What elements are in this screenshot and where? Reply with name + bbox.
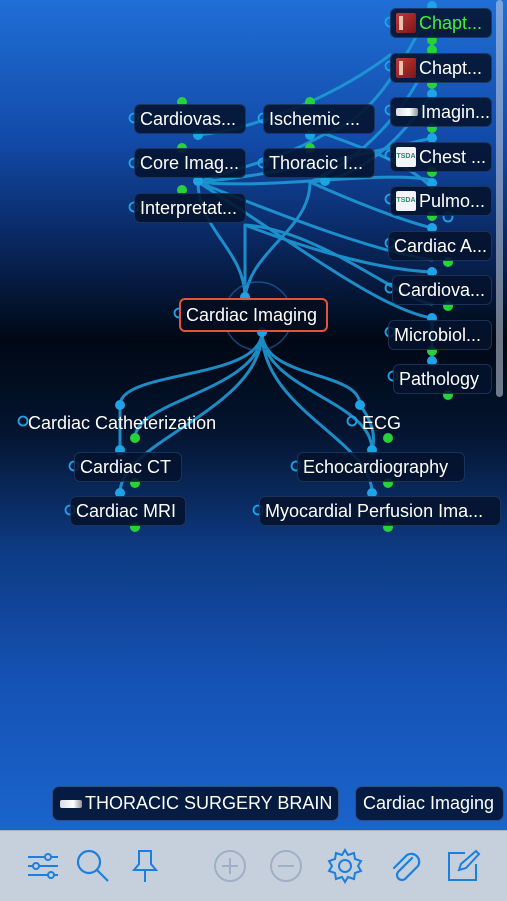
zoom-in-icon[interactable] [211, 847, 249, 885]
node-imaging[interactable]: Imagin... [390, 97, 492, 127]
node-ecg[interactable]: ECG [362, 413, 402, 433]
attachment-paperclip-icon[interactable] [386, 847, 424, 885]
node-interpretat[interactable]: Interpretat... [134, 193, 246, 223]
central-node-cardiac-imaging[interactable]: Cardiac Imaging [179, 298, 328, 332]
node-cardiova-right[interactable]: Cardiova... [392, 275, 492, 305]
thought-history-button[interactable]: Cardiac Imaging [355, 786, 504, 821]
bottom-toolbar [0, 830, 507, 901]
node-cardiac-catheterization[interactable]: Cardiac Catheterization [28, 413, 217, 433]
node-thoracic-i[interactable]: Thoracic I... [263, 148, 375, 178]
node-core-imag[interactable]: Core Imag... [134, 148, 246, 178]
node-chapter-2[interactable]: Chapt... [390, 53, 492, 83]
tsda-thumbnail-icon: TSDA [396, 147, 416, 167]
node-cardiovas-left[interactable]: Cardiovas... [134, 104, 246, 134]
zoom-out-icon[interactable] [267, 847, 305, 885]
node-myocardial-perfusion[interactable]: Myocardial Perfusion Ima... [259, 496, 501, 526]
node-ischemic[interactable]: Ischemic ... [263, 104, 375, 134]
tsda-thumbnail-icon: TSDA [396, 191, 416, 211]
book-icon [396, 13, 416, 33]
node-chapter-1[interactable]: Chapt... [390, 8, 492, 38]
filter-sliders-icon[interactable] [24, 847, 62, 885]
book-icon [396, 58, 416, 78]
node-pulmo[interactable]: TSDA Pulmo... [390, 186, 492, 216]
node-echocardiography[interactable]: Echocardiography [297, 452, 465, 482]
node-microbiol[interactable]: Microbiol... [388, 320, 492, 350]
brain-thumbnail-icon [60, 799, 82, 808]
node-cardiac-mri[interactable]: Cardiac MRI [70, 496, 186, 526]
vertical-scrollbar[interactable] [496, 0, 503, 397]
thought-map-canvas[interactable]: Chapt... Chapt... Imagin... TSDA Chest .… [0, 0, 507, 830]
brain-history-button[interactable]: THORACIC SURGERY BRAIN [52, 786, 339, 821]
node-cardiac-ct[interactable]: Cardiac CT [74, 452, 182, 482]
node-pathology[interactable]: Pathology [393, 364, 492, 394]
settings-gear-icon[interactable] [326, 847, 364, 885]
strip-thumbnail-icon [396, 108, 418, 116]
search-icon[interactable] [74, 847, 112, 885]
pin-icon[interactable] [126, 847, 164, 885]
edit-note-icon[interactable] [444, 847, 482, 885]
node-cardiac-a[interactable]: Cardiac A... [388, 231, 492, 261]
node-chest[interactable]: TSDA Chest ... [390, 142, 492, 172]
